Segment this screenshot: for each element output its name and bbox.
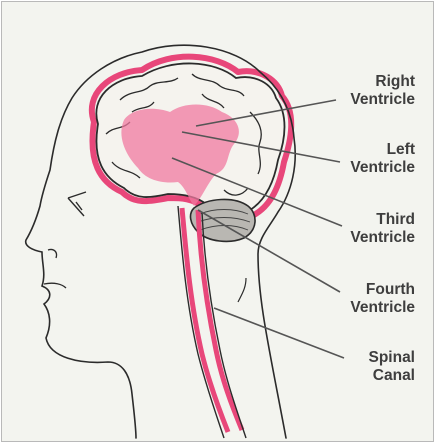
label-left-ventricle-line1: Left [350, 141, 415, 159]
label-spinal-canal-line2: Canal [368, 367, 415, 385]
label-third-ventricle-line1: Third [350, 211, 415, 229]
eye [68, 192, 86, 216]
label-right-ventricle: Right Ventricle [350, 73, 415, 109]
label-left-ventricle-line2: Ventricle [350, 159, 415, 177]
label-spinal-canal-line1: Spinal [368, 349, 415, 367]
mouth [44, 283, 66, 288]
label-fourth-ventricle: Fourth Ventricle [350, 281, 415, 317]
label-third-ventricle-line2: Ventricle [350, 229, 415, 247]
nostril [48, 249, 57, 258]
label-right-ventricle-line2: Ventricle [350, 91, 415, 109]
leader-spinal-canal [214, 308, 344, 358]
ear [238, 278, 246, 302]
label-third-ventricle: Third Ventricle [350, 211, 415, 247]
label-fourth-ventricle-line2: Ventricle [350, 299, 415, 317]
label-fourth-ventricle-line1: Fourth [350, 281, 415, 299]
leader-fourth-ventricle [198, 210, 340, 292]
label-right-ventricle-line1: Right [350, 73, 415, 91]
label-left-ventricle: Left Ventricle [350, 141, 415, 177]
label-spinal-canal: Spinal Canal [368, 349, 415, 385]
